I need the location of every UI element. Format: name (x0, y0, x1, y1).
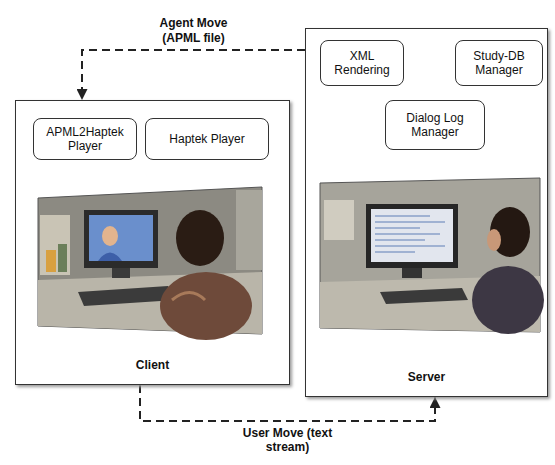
component-label: APML2Haptek Player (40, 125, 130, 154)
dashed-arrow (82, 50, 305, 100)
component-label: Haptek Player (169, 132, 244, 146)
client-panel: Client APML2Haptek Player Haptek Player (15, 100, 290, 385)
shelf (324, 200, 354, 240)
component-label: XML Rendering (327, 49, 397, 78)
person-body (472, 266, 544, 334)
monitor-stand (402, 268, 422, 278)
component-box: Dialog Log Manager (385, 100, 485, 150)
monitor (84, 210, 158, 268)
monitor-screen (371, 209, 453, 262)
server-photo (320, 178, 544, 334)
shelf (40, 215, 70, 275)
person-body (160, 272, 252, 340)
screen-text-lines (375, 216, 445, 252)
dashed-arrow (140, 385, 435, 421)
component-box: Haptek Player (145, 118, 269, 160)
panel-label: Client (136, 358, 169, 372)
agent-body (98, 253, 122, 262)
edge-label: Agent Move (APML file) (150, 16, 238, 45)
partition (236, 190, 262, 270)
component-box: APML2Haptek Player (33, 118, 137, 160)
monitor (366, 204, 458, 268)
client-photo (38, 187, 262, 340)
monitor-screen (89, 215, 153, 261)
component-label: Study-DB Manager (462, 49, 536, 78)
component-box: XML Rendering (320, 40, 404, 86)
component-label: Dialog Log Manager (392, 111, 478, 140)
monitor-stand (112, 268, 130, 278)
shirt-pattern (172, 293, 205, 301)
server-panel: Server XML Rendering Study-DB ManagerDialo… (305, 28, 548, 397)
person-face (487, 229, 501, 251)
desk-item (58, 244, 67, 272)
person-hair (176, 210, 224, 266)
edge-label: User Move (text stream) (240, 426, 336, 455)
panel-label: Server (408, 370, 445, 384)
desk-item (46, 250, 56, 272)
agent-face (102, 226, 118, 246)
keyboard (380, 288, 468, 304)
component-box: Study-DB Manager (455, 40, 543, 86)
